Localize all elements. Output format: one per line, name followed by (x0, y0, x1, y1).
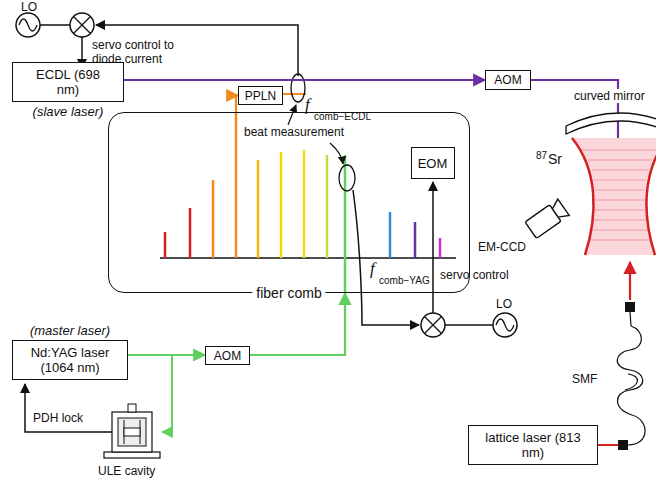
box-content: lattice laser (813 nm) (469, 430, 597, 460)
ule-cavity (104, 404, 160, 458)
annotation-label: f (305, 98, 310, 112)
component-box: (slave laser)ECDL (698 nm) (12, 62, 124, 102)
beat-ellipse (291, 74, 305, 102)
optical-fiber (598, 302, 645, 450)
beam-connector (250, 293, 345, 355)
annotation-label: servo control to diode current (92, 38, 192, 66)
box-content: Nd:YAG laser (1064 nm) (13, 345, 127, 375)
annotation-label: servo control (440, 268, 509, 282)
box-content: AOM (206, 349, 249, 362)
beat-ellipse (339, 165, 355, 191)
box-content: AOM (486, 74, 530, 87)
annotation-label: f (370, 262, 375, 276)
beat-signal-line (353, 190, 419, 325)
leader-line (288, 105, 296, 125)
component-box: AOM (485, 70, 531, 90)
leader-line (330, 143, 343, 164)
pdh-lock-line (25, 384, 112, 432)
box-label: AOM (206, 349, 249, 362)
camera (525, 199, 569, 238)
servo-arrow (432, 182, 434, 313)
component-box: lattice laser (813 nm) (468, 425, 598, 465)
annotation-label: LO (21, 0, 37, 14)
box-content: PPLN (239, 89, 282, 102)
annotation-label: ULE cavity (98, 464, 155, 478)
mixer (70, 13, 94, 37)
component-box: (master laser)Nd:YAG laser (1064 nm) (12, 340, 128, 380)
box-label: ECDL (698 nm) (33, 67, 103, 97)
box-label: fiber comb (252, 286, 325, 301)
component-box: PPLN (238, 86, 283, 105)
comb-box: fiber combEOM (108, 112, 470, 293)
annotation-label: PDH lock (33, 411, 83, 425)
lattice-beam (629, 262, 631, 300)
component-box: EOM (411, 147, 455, 179)
local-oscillator (16, 13, 40, 37)
wire (445, 324, 493, 326)
mixer (421, 313, 445, 337)
local-oscillator (493, 313, 517, 337)
comb-teeth (160, 113, 456, 293)
box-label: (master laser) (0, 323, 147, 338)
box-label: AOM (486, 74, 530, 87)
annotation-label: 87 (536, 149, 547, 163)
annotation-label: LO (496, 297, 512, 311)
wire (40, 24, 70, 26)
box-label: lattice laser (813 nm) (485, 430, 581, 460)
ppln-output (283, 93, 306, 95)
box-content: EOM (412, 155, 454, 170)
annotation-label: curved mirror (572, 89, 647, 103)
beam-connector (128, 354, 205, 356)
annotation-label: beat measurement (242, 125, 346, 139)
box-label: Nd:YAG laser (1064 nm) (22, 345, 118, 375)
box-label: PPLN (239, 89, 282, 102)
annotation-label: Sr (548, 152, 562, 166)
curved-mirror (566, 113, 656, 134)
box-label: EOM (412, 155, 454, 170)
beam-connector (124, 79, 485, 81)
component-box: AOM (205, 346, 250, 365)
annotation-label: comb−YAG (379, 274, 430, 288)
green-branch (162, 355, 172, 432)
optical-lattice (572, 138, 656, 255)
box-content: ECDL (698 nm) (13, 67, 123, 97)
annotation-label: comb−ECDL (314, 110, 371, 124)
annotation-label: SMF (572, 372, 597, 386)
annotation-label: EM-CCD (478, 240, 526, 254)
